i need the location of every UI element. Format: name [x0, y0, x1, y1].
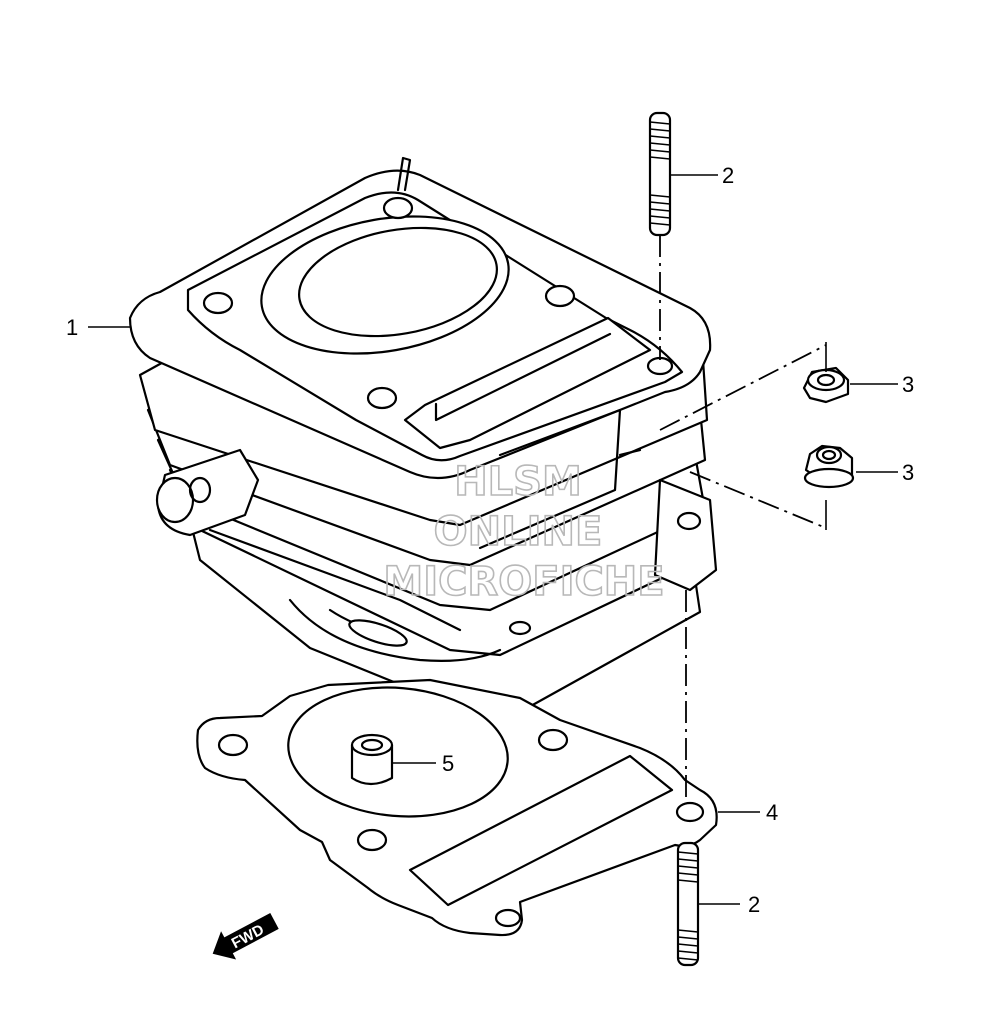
stud-thread [649, 121, 671, 125]
flange-nut-upper-part[interactable] [802, 366, 898, 404]
cylinder-bolt-hole [202, 291, 234, 315]
callout-1: 1 [66, 315, 78, 340]
stud-thread [649, 201, 671, 205]
gasket-outline [196, 678, 718, 937]
flange-nut-lower-part[interactable] [803, 444, 898, 489]
stud-thread [677, 957, 699, 961]
stud-thread [649, 194, 671, 198]
callout-2-bottom: 2 [748, 892, 760, 917]
stud-thread [649, 215, 671, 219]
gasket-bolt-hole [494, 908, 522, 928]
cylinder-spigot [288, 598, 502, 662]
stud-thread [677, 950, 699, 954]
cylinder-bolt-hole [366, 386, 398, 410]
assembly-lines [659, 235, 827, 800]
callout-5: 5 [442, 751, 454, 776]
stud-thread [677, 872, 699, 876]
leader-lines [88, 326, 760, 813]
cylinder-chain-tunnel [403, 316, 652, 450]
stud-thread [677, 936, 699, 940]
cylinder-bolt-hole [382, 196, 414, 220]
dowel-pin-part[interactable] [350, 733, 436, 786]
cylinder-bore-outer [260, 215, 510, 355]
cylinder-part[interactable] [128, 156, 718, 714]
fwd-arrow-icon: FWD [212, 912, 279, 960]
gasket-bolt-hole [537, 728, 569, 752]
gasket-bolt-hole [675, 801, 705, 823]
stud-bolt-top-part[interactable] [648, 111, 718, 237]
watermark-line-2: ONLINE [434, 509, 603, 555]
stud-thread [649, 156, 671, 160]
stud-bolt-bottom-part[interactable] [676, 841, 740, 967]
stud-thread [677, 851, 699, 855]
watermark: HLSM ONLINE MICROFICHE [383, 458, 666, 606]
cylinder-bolt-boss [653, 478, 718, 592]
gasket-bore [287, 686, 509, 818]
watermark-line-3: MICROFICHE [383, 559, 664, 605]
stud-thread [677, 943, 699, 947]
stud-thread [677, 879, 699, 883]
cylinder-base-gasket-part[interactable] [196, 678, 718, 937]
gasket-chain-slot [408, 754, 674, 907]
callout-3-upper: 3 [902, 372, 914, 397]
stud-thread [649, 208, 671, 212]
stud-thread [649, 135, 671, 139]
stud-thread [677, 865, 699, 869]
stud-thread [649, 142, 671, 146]
stud-thread [649, 149, 671, 153]
stud-thread [677, 858, 699, 862]
callout-4: 4 [766, 800, 778, 825]
watermark-line-1: HLSM [454, 459, 582, 505]
stud-thread [649, 222, 671, 226]
callout-2-top: 2 [722, 163, 734, 188]
cylinder-bolt-hole [646, 356, 674, 376]
callout-3-lower: 3 [902, 460, 914, 485]
gasket-bolt-hole [217, 733, 249, 757]
stud-thread [677, 929, 699, 933]
gasket-bolt-hole [356, 828, 388, 852]
cylinder-bolt-hole [544, 284, 576, 308]
cylinder-bore-inner [298, 226, 498, 338]
stud-thread [649, 128, 671, 132]
